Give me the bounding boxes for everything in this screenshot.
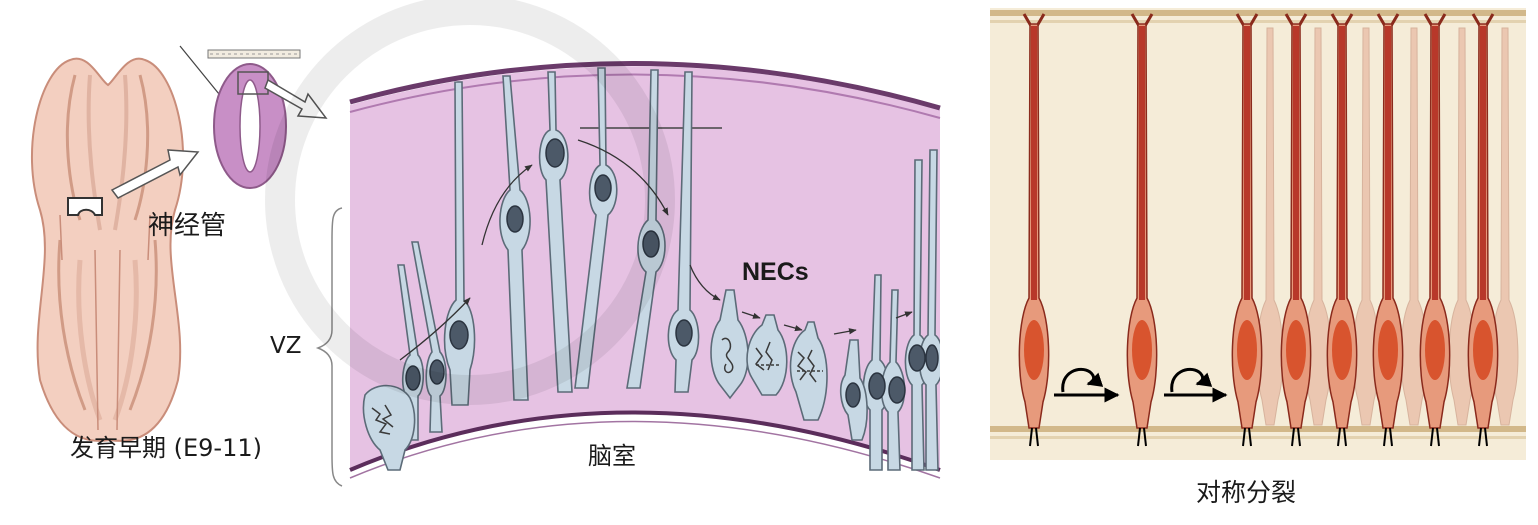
- radial-cell: [1280, 13, 1312, 447]
- migration-arrows: [399, 139, 913, 361]
- early-stage-label: 发育早期 (E9-11): [70, 434, 262, 462]
- neuroepithelial-cells: [362, 67, 940, 471]
- ventricle-label: 脑室: [588, 442, 636, 470]
- division-arrows: [1054, 367, 1228, 403]
- radial-cell: [1018, 13, 1050, 447]
- vz-brace: [315, 207, 343, 487]
- radial-cell: [1372, 13, 1404, 447]
- radial-cell: [1126, 13, 1158, 447]
- neural-tube-label: 神经管: [148, 211, 227, 241]
- symmetric-division-label: 对称分裂: [1196, 478, 1297, 507]
- radial-cell: [1231, 13, 1263, 447]
- vz-label: VZ: [270, 333, 302, 359]
- symmetric-division-panel: [990, 8, 1526, 460]
- watermark: [265, 0, 675, 405]
- radial-cell: [1419, 13, 1451, 447]
- neural-tube-section: [179, 45, 328, 189]
- ventricular-zone: [349, 60, 941, 520]
- embryo-illustration: [30, 57, 200, 442]
- necs-label: NECs: [742, 258, 809, 286]
- radial-cell: [1326, 13, 1358, 447]
- radial-cell: [1467, 13, 1499, 447]
